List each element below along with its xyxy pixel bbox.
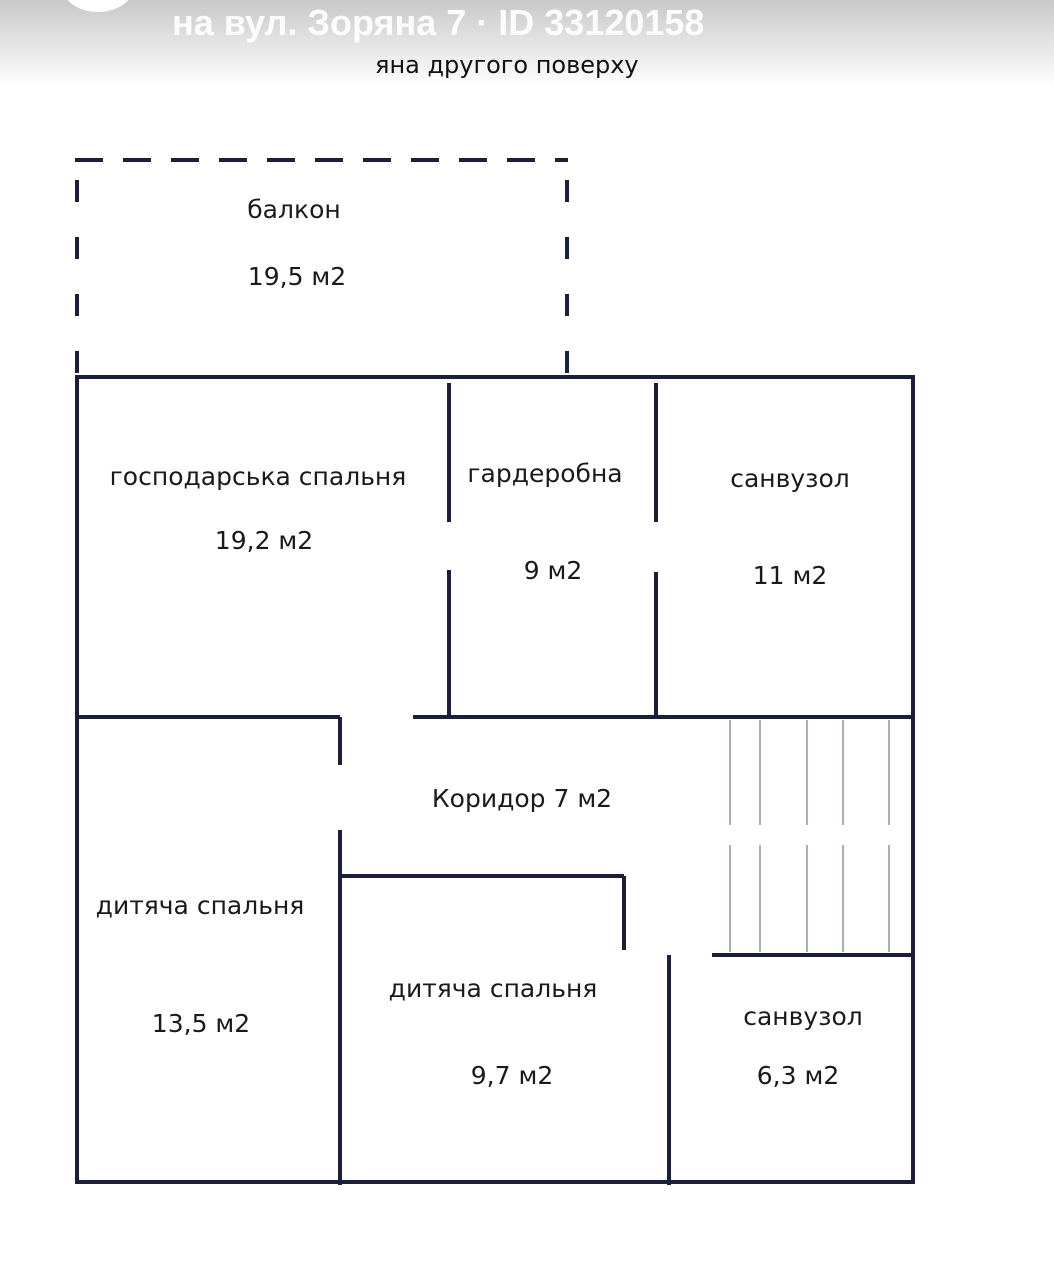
- room-area: 11 м2: [752, 561, 828, 590]
- plan-title: яна другого поверху: [375, 51, 639, 79]
- room-name: санвузол: [730, 464, 850, 493]
- balcony-outline: [75, 158, 569, 380]
- room-area: 13,5 м2: [151, 1009, 251, 1038]
- room-name: гардеробна: [467, 459, 623, 488]
- room-name: дитяча спальня: [95, 891, 305, 920]
- listing-title: на вул. Зоряна 7 · ID 33120158: [172, 2, 705, 43]
- room-area: 9 м2: [523, 556, 583, 585]
- room-area: 6,3 м2: [756, 1061, 840, 1090]
- top-bar: на вул. Зоряна 7 · ID 33120158 яна друго…: [0, 0, 1054, 86]
- room-name: господарська спальня: [109, 462, 407, 491]
- room-area: 9,7 м2: [470, 1061, 554, 1090]
- room-area: 19,2 м2: [214, 526, 314, 555]
- room-name: Коридор 7 м2: [431, 784, 613, 813]
- room-area: 19,5 м2: [247, 262, 347, 291]
- room-name: санвузол: [743, 1002, 863, 1031]
- stairs: [729, 720, 890, 952]
- room-name: балкон: [247, 195, 341, 224]
- walls: [75, 375, 915, 1185]
- room-name: дитяча спальня: [388, 974, 598, 1003]
